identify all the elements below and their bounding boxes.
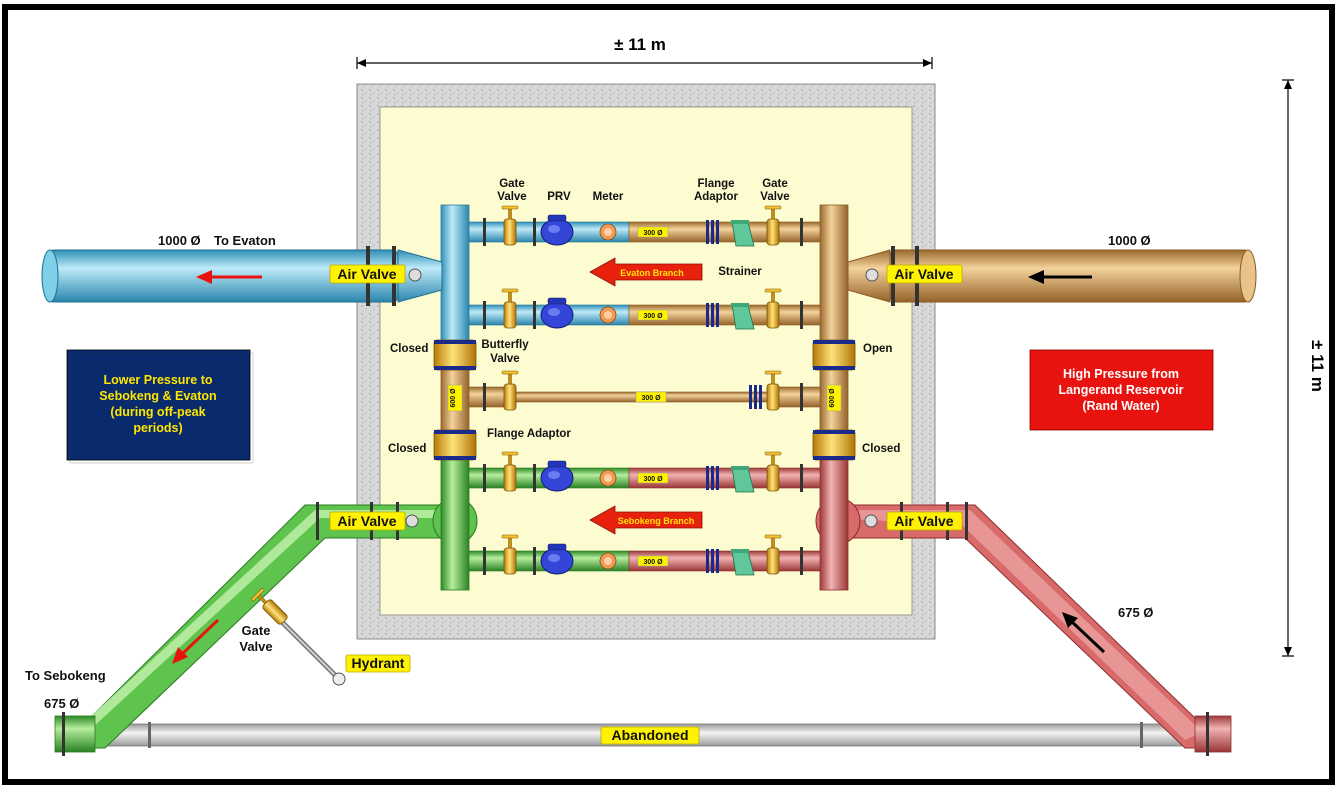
butterfly-valve-a: Butterfly <box>481 339 529 351</box>
svg-text:(Rand Water): (Rand Water) <box>1082 399 1159 413</box>
row4-size: 300 Ø <box>643 559 663 566</box>
butterfly-valves <box>433 339 856 461</box>
strainer-label: Strainer <box>718 266 762 278</box>
svg-text:Sebokeng & Evaton: Sebokeng & Evaton <box>99 389 216 403</box>
abandoned-label-bg <box>600 726 700 745</box>
prv-label: PRV <box>547 191 571 203</box>
high-pressure-box: High Pressure from Langerand Reservoir (… <box>1029 349 1214 431</box>
butterfly-valve-b: Valve <box>490 353 519 365</box>
row-size-tags: 300 Ø 300 Ø 300 Ø 300 Ø 300 Ø <box>635 226 669 567</box>
gate-valve-left-b: Valve <box>497 191 526 203</box>
closed-bottom-right: Closed <box>862 443 900 455</box>
gate-valve-right-b: Valve <box>760 191 789 203</box>
flange-adaptor-top-a: Flange <box>697 178 734 190</box>
rand-manifold <box>819 204 849 456</box>
abandoned-pipe: Abandoned <box>94 722 1196 748</box>
row2-size: 300 Ø <box>643 313 663 320</box>
open-top-right: Open <box>863 343 892 355</box>
svg-text:periods): periods) <box>133 421 182 435</box>
flange-adaptor-mid: Flange Adaptor <box>487 428 571 440</box>
svg-text:High Pressure from: High Pressure from <box>1063 367 1179 381</box>
air-valve-sebokeng: Air Valve <box>337 513 396 529</box>
inlet-675-label: 675 Ø <box>1118 605 1153 620</box>
to-sebokeng-label: To Sebokeng <box>25 668 106 683</box>
row3-size: 300 Ø <box>643 476 663 483</box>
svg-text:Sebokeng Branch: Sebokeng Branch <box>618 516 695 526</box>
side-dimension: ± 11 m <box>1282 79 1327 657</box>
high-manifold <box>819 454 849 591</box>
sebokeng-branch-arrow: Sebokeng Branch <box>589 505 703 535</box>
hydrant-gate-valve-b: Valve <box>239 639 272 654</box>
top-dimension: ± 11 m <box>356 35 933 69</box>
top-dimension-label: ± 11 m <box>614 35 666 54</box>
flange-adaptor-top-b: Adaptor <box>694 191 739 203</box>
air-valve-high: Air Valve <box>894 513 953 529</box>
side-dimension-label: ± 11 m <box>1308 340 1327 392</box>
right-manifold-size: 600 Ø <box>829 388 836 408</box>
row-flanges <box>483 218 803 575</box>
air-valve-rand: Air Valve <box>894 266 953 282</box>
hydrant-gate-valve-a: Gate <box>242 623 271 638</box>
bypass-size: 300 Ø <box>641 395 661 402</box>
air-valve-labels: Air Valve Air Valve Air Valve Air Valve <box>329 264 963 531</box>
row1-size: 300 Ø <box>643 230 663 237</box>
left-manifold-size: 600 Ø <box>450 388 457 408</box>
evaton-branch-arrow: Evaton Branch <box>589 257 703 287</box>
svg-text:Lower Pressure to: Lower Pressure to <box>103 373 212 387</box>
svg-text:Langerand Reservoir: Langerand Reservoir <box>1058 383 1183 397</box>
evaton-manifold <box>440 204 470 356</box>
outlet-size-label: 1000 Ø <box>158 233 201 248</box>
low-pressure-box: Lower Pressure to Sebokeng & Evaton (dur… <box>66 349 254 464</box>
hydrant-assembly: Hydrant <box>250 587 411 686</box>
air-valve-evaton: Air Valve <box>337 266 396 282</box>
to-evaton-label: To Evaton <box>214 233 276 248</box>
abandoned-label: Abandoned <box>612 727 689 743</box>
inlet-size-label: 1000 Ø <box>1108 233 1151 248</box>
flow-arrows <box>172 270 1106 664</box>
sebokeng-size-label: 675 Ø <box>44 696 79 711</box>
svg-text:Evaton Branch: Evaton Branch <box>620 268 684 278</box>
gate-valve-right-a: Gate <box>762 178 788 190</box>
svg-text:(during off-peak: (during off-peak <box>110 405 205 419</box>
closed-bottom-left: Closed <box>388 443 426 455</box>
hydrant-label: Hydrant <box>352 655 405 671</box>
gate-valve-left-a: Gate <box>499 178 525 190</box>
meter-label: Meter <box>593 191 624 203</box>
closed-top-left: Closed <box>390 343 428 355</box>
sebokeng-manifold <box>440 454 470 591</box>
